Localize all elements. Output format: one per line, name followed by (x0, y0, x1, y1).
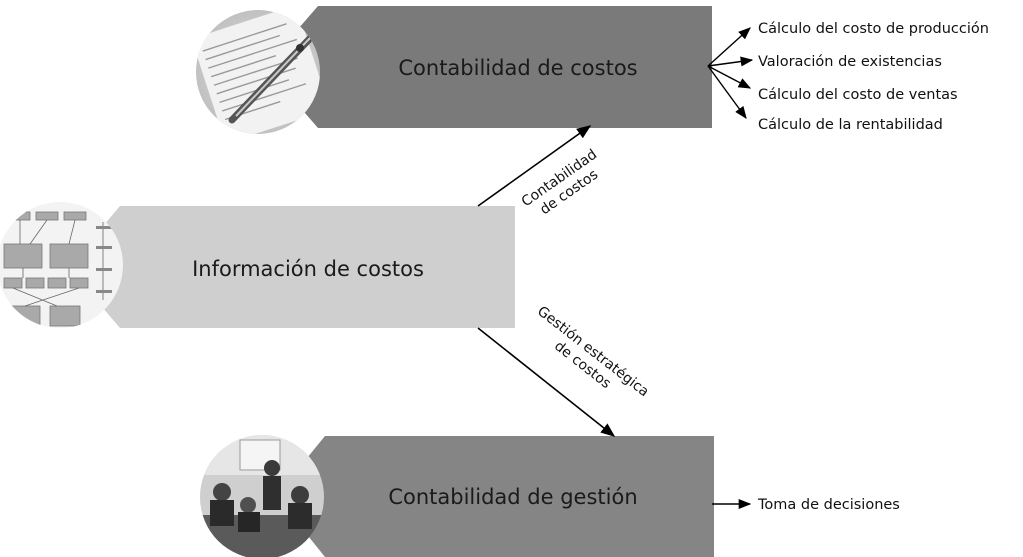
output-label-2: Valoración de existencias (758, 54, 942, 70)
lower-arrow-label: Gestión estratégica de costos (534, 303, 652, 400)
output-arrow-3 (707, 65, 752, 89)
top-box-label: Contabilidad de costos (398, 56, 637, 80)
flowchart-photo (0, 202, 123, 328)
top-box (265, 6, 712, 128)
output-label-3: Cálculo del costo de ventas (758, 87, 958, 103)
output-arrow-4 (707, 65, 747, 120)
bottom-box-label: Contabilidad de gestión (388, 485, 637, 509)
upper-arrow-label: Contabilidad de costos (519, 147, 601, 219)
output-arrow-1 (707, 27, 751, 67)
pen-document-photo (196, 10, 320, 134)
output-label-1: Cálculo del costo de producción (758, 21, 989, 37)
output-label-4: Cálculo de la rentabilidad (758, 117, 943, 133)
middle-box-label: Información de costos (192, 257, 424, 281)
arrow-middle-to-bottom (477, 327, 616, 437)
middle-box (68, 206, 515, 328)
output-arrow-2 (707, 56, 754, 67)
bottom-box (276, 436, 714, 557)
arrow-middle-to-top (477, 125, 592, 207)
decision-label: Toma de decisiones (757, 497, 900, 513)
